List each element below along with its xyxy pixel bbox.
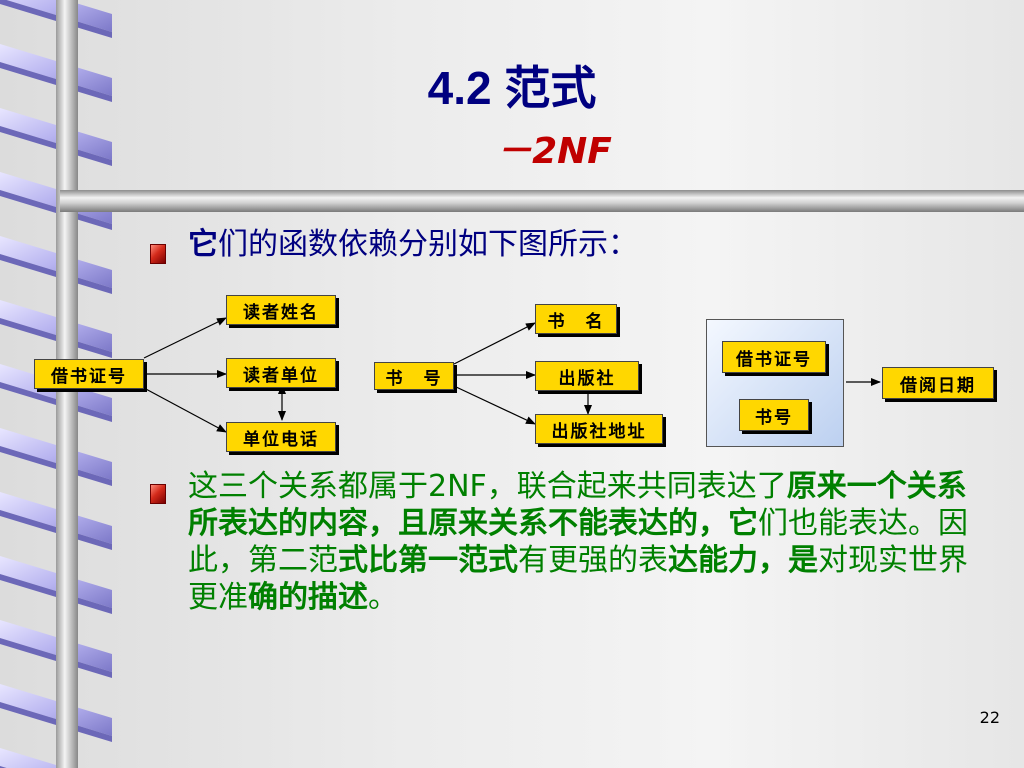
box-publisher: 出版社 xyxy=(535,361,639,391)
arrow-d2-title xyxy=(453,322,536,365)
bullet-2-seg-5: 达能力，是 xyxy=(668,543,818,578)
box-unit-phone: 单位电话 xyxy=(226,422,336,452)
decorative-ribbon xyxy=(0,0,112,768)
bullet-2-seg-8: 。 xyxy=(368,580,398,615)
box-borrow-date: 借阅日期 xyxy=(882,367,994,399)
bullet-2-seg-4: 有更强的表 xyxy=(518,543,668,578)
ribbon-chevron xyxy=(0,748,66,768)
bullet-icon xyxy=(150,484,166,504)
header-divider-bar xyxy=(60,190,1024,212)
box-key-card-number: 借书证号 xyxy=(722,341,826,373)
box-reader-name: 读者姓名 xyxy=(226,295,336,325)
box-card-number: 借书证号 xyxy=(34,359,144,389)
box-book-title: 书 名 xyxy=(535,304,617,334)
bullet-1-rest: 们的函数依赖分别如下图所示： xyxy=(218,227,638,262)
page-subtitle: －2NF xyxy=(496,131,612,172)
bullet-2-seg-2: 们也能表达。因此，第二范 xyxy=(188,506,968,578)
box-book-number: 书 号 xyxy=(374,362,454,390)
bullet-2-seg-7: 确的描述 xyxy=(248,580,368,615)
bullet-2-seg-1: 原来一个关系所表达的内容，且原来关系不能表达的，它 xyxy=(188,469,967,541)
bullet-1-lead: 它 xyxy=(188,227,218,262)
box-key-book-number: 书号 xyxy=(739,399,809,431)
arrow-d1-name xyxy=(143,317,227,359)
bullet-2-seg-3: 式比第一范式 xyxy=(338,543,518,578)
page-title: 4.2 范式 xyxy=(427,62,597,114)
page-number: 22 xyxy=(979,708,1000,727)
bullet-icon xyxy=(150,244,166,264)
bullet-text-1: 它们的函数依赖分别如下图所示： xyxy=(188,226,638,263)
bullet-text-2: 这三个关系都属于2NF，联合起来共同表达了原来一个关系所表达的内容，且原来关系不… xyxy=(188,468,988,616)
bullet-2-seg-6: 对现实世界更准 xyxy=(188,543,968,615)
bullet-2-seg-0: 这三个关系都属于2NF，联合起来共同表达了 xyxy=(188,469,787,504)
box-publisher-address: 出版社地址 xyxy=(535,414,663,444)
arrow-d2-address xyxy=(453,385,536,425)
box-reader-unit: 读者单位 xyxy=(226,358,336,388)
arrow-d1-phone xyxy=(143,387,227,433)
